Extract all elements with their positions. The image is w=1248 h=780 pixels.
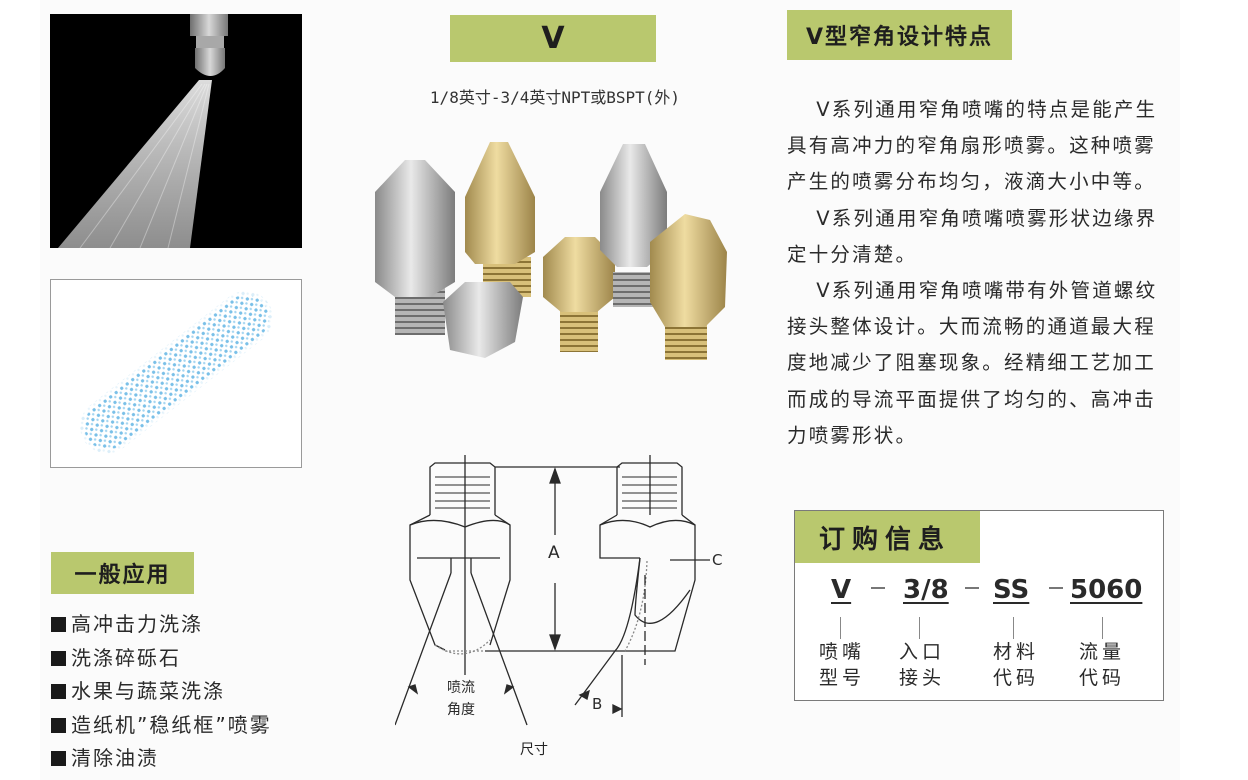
square-bullet-icon [51,650,66,666]
model-title: V [450,15,656,62]
code-flow-desc: 流量 代码 [1079,641,1126,689]
code-separator [871,587,885,589]
features-paragraph-3: V系列通用窄角喷嘴带有外管道螺纹接头整体设计。大而流畅的通道最大程度地减少了阻塞… [787,279,1158,447]
code-material: SS [993,575,1030,605]
code-separator [965,587,979,589]
code-inlet: 3/8 [903,575,949,605]
dimension-b-label: B [592,695,603,713]
list-item: 造纸机”稳纸框”喷雾 [51,709,272,743]
applications-title: 一般应用 [51,552,194,594]
dimension-a-label: A [548,543,560,563]
code-connector [840,617,841,639]
list-item: 清除油渍 [51,742,272,776]
spray-angle-label: 喷流 角度 [447,680,475,718]
features-description: V系列通用窄角喷嘴的特点是能产生具有高冲力的窄角扇形喷雾。这种喷雾产生的喷雾分布… [787,92,1177,454]
code-connector [1102,617,1103,639]
ordering-code-row: V 3/8 SS 5060 [795,575,1165,615]
features-paragraph-1: V系列通用窄角喷嘴的特点是能产生具有高冲力的窄角扇形喷雾。这种喷雾产生的喷雾分布… [787,98,1158,194]
square-bullet-icon [51,684,66,700]
list-item: 洗涤碎砾石 [51,642,272,676]
square-bullet-icon [51,717,66,733]
nozzle-products-illustration [375,142,727,360]
dimension-diagram: A C B 喷流 角度 [394,455,735,755]
list-item: 水果与蔬菜洗涤 [51,675,272,709]
code-model-desc: 喷嘴 型号 [819,641,866,689]
applications-list: 高冲击力洗涤 洗涤碎砾石 水果与蔬菜洗涤 造纸机”稳纸框”喷雾 清除油渍 [51,608,272,776]
list-item: 高冲击力洗涤 [51,608,272,642]
spray-photo [50,14,302,248]
code-inlet-desc: 入口 接头 [899,641,946,689]
ordering-info-title: 订购信息 [795,511,980,563]
model-size-range: 1/8英寸-3/4英寸NPT或BSPT(外) [429,88,681,107]
code-connector [1013,617,1014,639]
code-connector [919,617,920,639]
spray-pattern-image [50,279,302,468]
dimension-c-label: C [712,551,723,569]
spray-pattern-diagram [80,290,273,454]
code-separator [1049,587,1063,589]
code-material-desc: 材料 代码 [993,641,1040,689]
square-bullet-icon [51,751,66,767]
ordering-info-box: 订购信息 V 3/8 SS 5060 喷嘴 型号 入口 接头 材料 代码 流量 … [794,510,1164,701]
features-title: V型窄角设计特点 [787,10,1012,60]
code-model: V [831,575,852,605]
nozzle-products-image [365,132,740,372]
nozzle-spray-image [50,14,302,248]
nozzle-dimension-drawing [394,455,710,726]
square-bullet-icon [51,617,66,633]
features-paragraph-2: V系列通用窄角喷嘴喷雾形状边缘界定十分清楚。 [787,206,1158,266]
code-flow: 5060 [1070,575,1143,605]
dimension-caption: 尺寸 [520,742,548,758]
